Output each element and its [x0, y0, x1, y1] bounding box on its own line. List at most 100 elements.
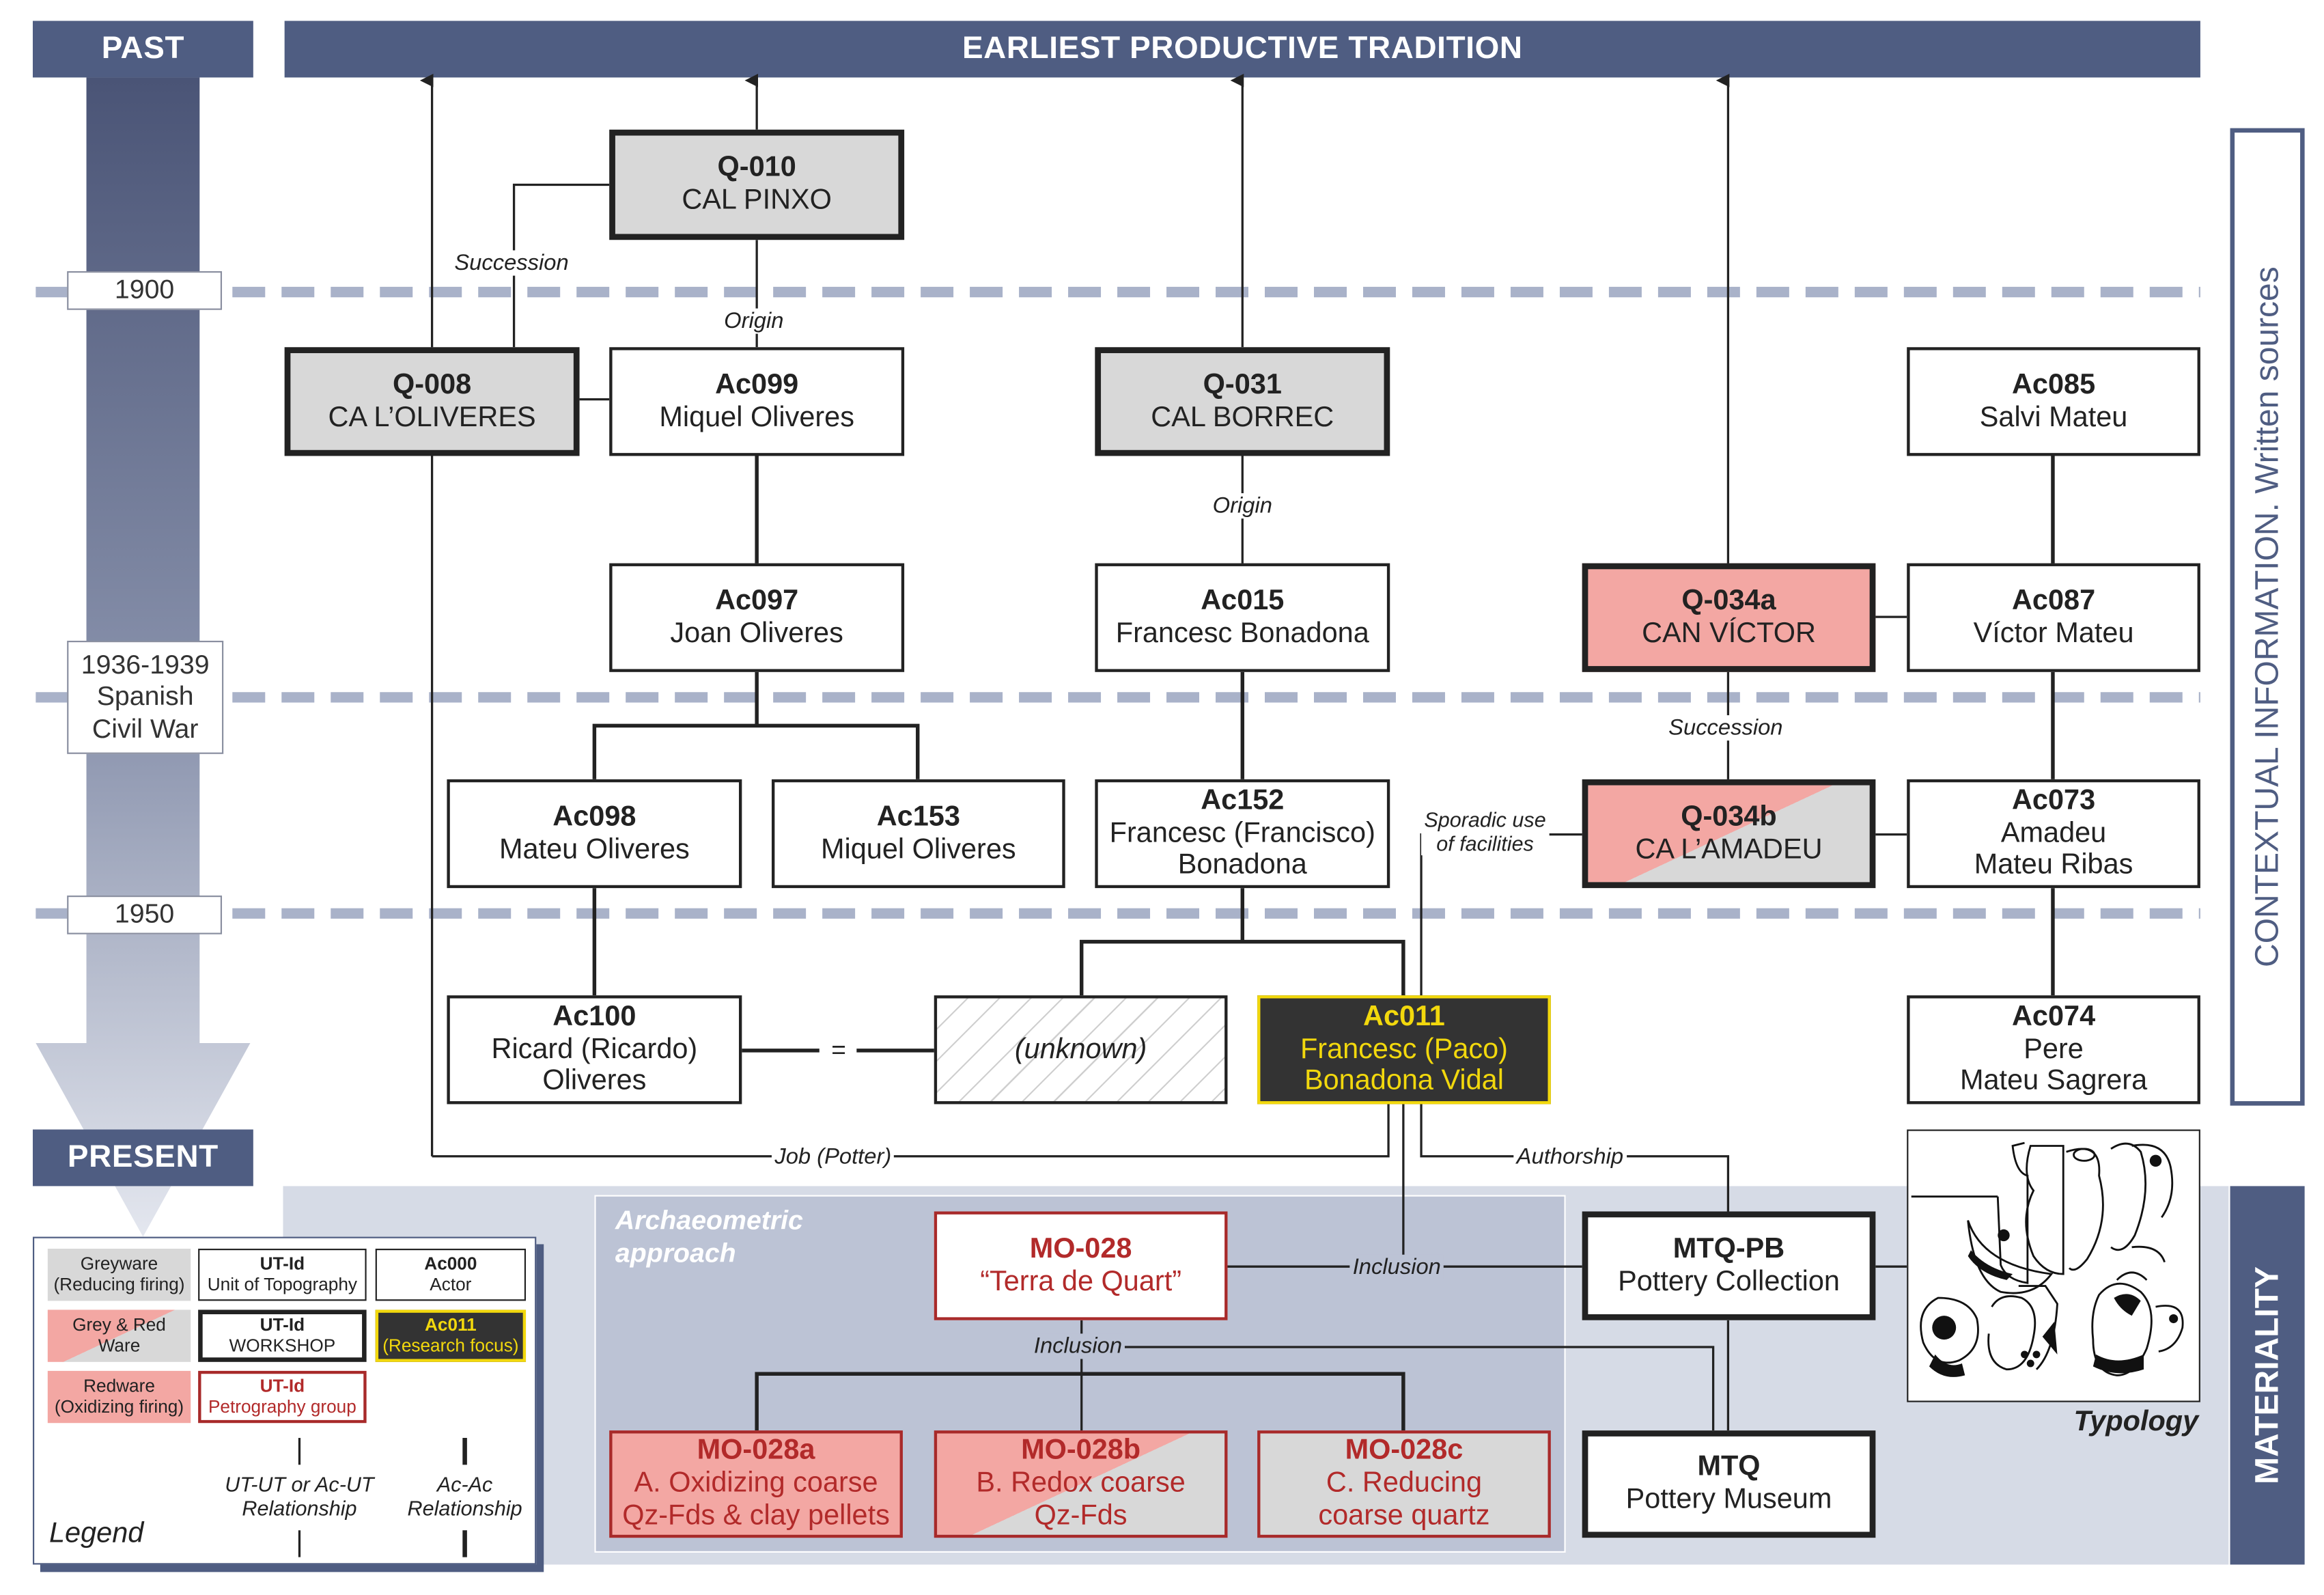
node-ac097[interactable]: Ac097 Joan Oliveres: [609, 563, 905, 672]
legend-ut-topography-line-1: UT-Id: [260, 1252, 305, 1274]
node-mtqpb[interactable]: MTQ-PB Pottery Collection: [1582, 1211, 1876, 1320]
node-unknown[interactable]: (unknown): [934, 995, 1228, 1105]
civil-war-line-2: Spanish: [96, 681, 194, 711]
node-id: Ac099: [715, 369, 799, 401]
legend-ut-relationship-line-1: UT-UT or Ac-UT: [225, 1472, 374, 1496]
legend-greyred: Grey & Red Ware: [47, 1309, 191, 1362]
node-mo028c[interactable]: MO-028c C. Reducing coarse quartz: [1257, 1430, 1551, 1538]
node-name: Mateu Oliveres: [499, 833, 690, 865]
node-name-line-2: Oliveres: [542, 1066, 647, 1098]
legend-ut-topography-line-2: Unit of Topography: [207, 1273, 357, 1294]
node-ac085[interactable]: Ac085 Salvi Mateu: [1907, 347, 2200, 456]
legend-redware-line-2: (Oxidizing firing): [54, 1395, 184, 1417]
node-id: Ac015: [1201, 585, 1285, 617]
legend-ut-workshop-line-1: UT-Id: [260, 1314, 305, 1335]
node-id: Ac100: [552, 1001, 636, 1033]
legend-redware-line-1: Redware: [83, 1374, 155, 1396]
node-q010[interactable]: Q-010 CAL PINXO: [609, 129, 905, 240]
header-title: EARLIEST PRODUCTIVE TRADITION: [284, 20, 2200, 78]
node-id: Q-008: [393, 369, 472, 401]
relation-succession-q034: Succession: [1665, 715, 1786, 741]
archaeometric-line-1: Archaeometric: [615, 1205, 803, 1236]
relation-job: Job (Potter): [771, 1144, 895, 1170]
archaeometric-label: Archaeometric approach: [613, 1206, 807, 1270]
legend-ut-workshop-line-2: WORKSHOP: [229, 1334, 336, 1355]
node-name: Joan Oliveres: [670, 618, 843, 649]
contextual-info-frame: CONTEXTUAL INFORMATION. Written sources: [2230, 128, 2305, 1106]
sporadic-line-2: of facilities: [1436, 831, 1534, 856]
node-id: Ac011: [1363, 1001, 1445, 1033]
node-mtq[interactable]: MTQ Pottery Museum: [1582, 1430, 1876, 1538]
node-q034a[interactable]: Q-034a CAN VÍCTOR: [1582, 563, 1876, 672]
node-id: Q-034b: [1681, 801, 1777, 833]
legend-greyware-line-2: (Reducing firing): [53, 1273, 185, 1294]
node-id: Ac098: [552, 801, 636, 833]
relation-inclusion-mtqpb: Inclusion: [1349, 1254, 1444, 1280]
node-id: MTQ-PB: [1672, 1233, 1785, 1265]
legend-ut-petrography: UT-Id Petrography group: [198, 1370, 367, 1424]
year-dashed-lines: [36, 286, 2200, 919]
node-id: Q-034a: [1681, 585, 1776, 617]
node-q008[interactable]: Q-008 CA L’OLIVERES: [284, 347, 580, 456]
node-name-line-2: Qz-Fds: [1034, 1500, 1128, 1532]
node-name-line-2: Qz-Fds & clay pellets: [622, 1500, 890, 1532]
node-id: Q-010: [717, 152, 796, 184]
node-name: Miquel Oliveres: [659, 401, 854, 433]
present-label: PRESENT: [32, 1129, 253, 1187]
legend-greyred-line-2: Ware: [98, 1334, 141, 1355]
node-name-line-2: Bonadona Vidal: [1304, 1066, 1504, 1098]
node-name-line-1: B. Redox coarse: [976, 1467, 1186, 1499]
node-name: (unknown): [1014, 1033, 1147, 1065]
typology-panel[interactable]: [1907, 1129, 2200, 1402]
node-ac098[interactable]: Ac098 Mateu Oliveres: [447, 779, 742, 889]
node-mo028[interactable]: MO-028 “Terra de Quart”: [934, 1211, 1228, 1320]
node-id: Ac085: [2011, 369, 2096, 401]
node-ac100[interactable]: Ac100 Ricard (Ricardo) Oliveres: [447, 995, 742, 1105]
node-name: Francesc Bonadona: [1115, 618, 1369, 649]
node-ac074[interactable]: Ac074 Pere Mateu Sagrera: [1907, 995, 2200, 1105]
relation-equals: =: [831, 1036, 846, 1064]
node-mo028b[interactable]: MO-028b B. Redox coarse Qz-Fds: [934, 1430, 1228, 1538]
node-ac152[interactable]: Ac152 Francesc (Francisco) Bonadona: [1095, 779, 1390, 889]
node-ac015[interactable]: Ac015 Francesc Bonadona: [1095, 563, 1390, 672]
node-name: CAL BORREC: [1151, 401, 1334, 433]
relation-inclusion-groups: Inclusion: [1031, 1333, 1125, 1359]
legend-ac-relationship: Ac-Ac Relationship: [391, 1468, 540, 1525]
legend: Greyware (Reducing firing) Grey & Red Wa…: [32, 1236, 537, 1565]
node-name: Pottery Collection: [1618, 1266, 1840, 1297]
node-name: CA L’AMADEU: [1635, 833, 1823, 865]
legend-greyware-line-1: Greyware: [80, 1252, 158, 1274]
node-ac073[interactable]: Ac073 Amadeu Mateu Ribas: [1907, 779, 2200, 889]
node-name-line-1: Ricard (Ricardo): [491, 1033, 698, 1065]
node-id: Ac073: [2011, 785, 2096, 816]
typology-label: Typology: [2073, 1406, 2199, 1439]
node-id: Ac153: [876, 801, 960, 833]
node-name: Miquel Oliveres: [821, 833, 1016, 865]
node-ac153[interactable]: Ac153 Miquel Oliveres: [771, 779, 1065, 889]
node-ac087[interactable]: Ac087 Víctor Mateu: [1907, 563, 2200, 672]
node-ac099[interactable]: Ac099 Miquel Oliveres: [609, 347, 905, 456]
legend-ut-petrography-line-2: Petrography group: [208, 1395, 356, 1417]
year-1900: 1900: [67, 271, 223, 310]
legend-greyware: Greyware (Reducing firing): [47, 1249, 191, 1301]
legend-redware: Redware (Oxidizing firing): [47, 1370, 191, 1424]
node-name-line-1: Francesc (Francisco): [1109, 817, 1375, 849]
node-mo028a[interactable]: MO-028a A. Oxidizing coarse Qz-Fds & cla…: [609, 1430, 903, 1538]
node-ac011[interactable]: Ac011 Francesc (Paco) Bonadona Vidal: [1257, 995, 1551, 1105]
node-name: Pottery Museum: [1625, 1484, 1832, 1516]
node-q034b[interactable]: Q-034b CA L’AMADEU: [1582, 779, 1876, 889]
legend-ac-relationship-line-1: Ac-Ac: [436, 1472, 493, 1496]
archaeometric-line-2: approach: [615, 1237, 736, 1268]
node-name: CAL PINXO: [682, 184, 832, 217]
node-name-line-2: Mateu Sagrera: [1959, 1066, 2148, 1098]
legend-actor-line-2: Actor: [430, 1273, 472, 1294]
node-q031[interactable]: Q-031 CAL BORREC: [1095, 347, 1390, 456]
legend-focus-line-1: Ac011: [425, 1314, 477, 1335]
past-label: PAST: [32, 20, 253, 78]
node-name: Víctor Mateu: [1973, 618, 2134, 649]
pottery-drawings-icon: [1911, 1141, 2184, 1377]
node-id: MO-028b: [1021, 1435, 1141, 1467]
civil-war-marker: 1936-1939 Spanish Civil War: [67, 641, 224, 754]
